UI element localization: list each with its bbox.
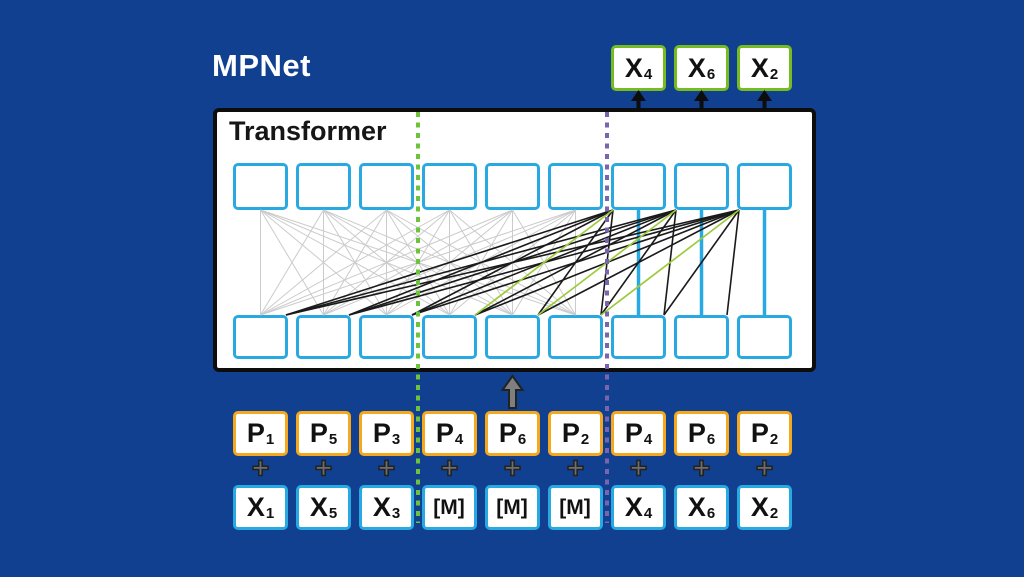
token-text: [M] (433, 495, 465, 519)
hidden-cell (737, 315, 792, 359)
token-subscript: 2 (769, 505, 779, 522)
embedding-sum-row: + + + + + + + + + (233, 451, 792, 486)
token-subscript: 3 (391, 431, 401, 448)
plus-icon: + (251, 451, 270, 486)
transformer-label: Transformer (229, 116, 387, 146)
token-subscript: 5 (328, 431, 338, 448)
hidden-cell (485, 315, 540, 359)
hidden-cell (359, 163, 414, 210)
token-text: X (687, 52, 706, 83)
hidden-cell (737, 163, 792, 210)
token-subscript: 5 (328, 505, 338, 522)
token-text: P (435, 418, 454, 448)
input-token-box: [M] (422, 485, 477, 530)
hidden-cell (359, 315, 414, 359)
token-text: X (372, 492, 391, 522)
token-subscript: 1 (265, 505, 275, 522)
token-subscript: 4 (643, 65, 653, 83)
token-text: X (246, 492, 265, 522)
input-token-box: [M] (485, 485, 540, 530)
diagram-title: MPNet (212, 48, 311, 83)
token-subscript: 4 (643, 431, 653, 448)
token-text: P (624, 418, 643, 448)
token-subscript: 2 (769, 431, 779, 448)
hidden-cell (233, 315, 288, 359)
plus-icon: + (692, 451, 711, 486)
hidden-cell (611, 163, 666, 210)
hidden-cell (548, 315, 603, 359)
plus-icon: + (440, 451, 459, 486)
token-text: P (372, 418, 391, 448)
plus-icon: + (314, 451, 333, 486)
token-text: X (624, 52, 643, 83)
plus-icon: + (503, 451, 522, 486)
token-subscript: 2 (769, 65, 779, 83)
token-subscript: 6 (517, 431, 527, 448)
token-text: P (561, 418, 580, 448)
token-subscript: 4 (643, 505, 653, 522)
transformer-input-hidden-row (233, 315, 792, 359)
transformer-output-hidden-row (233, 163, 792, 210)
input-token-box: [M] (548, 485, 603, 530)
hidden-cell (296, 163, 351, 210)
plus-icon: + (566, 451, 585, 486)
plus-icon: + (755, 451, 774, 486)
token-text: X (750, 52, 769, 83)
token-text: P (687, 418, 706, 448)
token-subscript: 6 (706, 431, 716, 448)
hidden-cell (611, 315, 666, 359)
token-text: [M] (496, 495, 528, 519)
token-text: X (750, 492, 769, 522)
token-text: P (498, 418, 517, 448)
token-text: X (624, 492, 643, 522)
token-subscript: 3 (391, 505, 401, 522)
token-text: X (687, 492, 706, 522)
token-text: X (309, 492, 328, 522)
token-subscript: 6 (706, 65, 716, 83)
hidden-cell (233, 163, 288, 210)
token-text: P (246, 418, 265, 448)
token-subscript: 1 (265, 431, 275, 448)
hidden-cell (422, 163, 477, 210)
hidden-cell (422, 315, 477, 359)
hidden-cell (674, 163, 729, 210)
token-subscript: 2 (580, 431, 590, 448)
hidden-cell (674, 315, 729, 359)
token-subscript: 6 (706, 505, 716, 522)
hidden-cell (548, 163, 603, 210)
plus-icon: + (377, 451, 396, 486)
hidden-cell (485, 163, 540, 210)
token-subscript: 4 (454, 431, 464, 448)
token-text: P (309, 418, 328, 448)
hidden-cell (296, 315, 351, 359)
token-text: P (750, 418, 769, 448)
plus-icon: + (629, 451, 648, 486)
token-text: [M] (559, 495, 591, 519)
